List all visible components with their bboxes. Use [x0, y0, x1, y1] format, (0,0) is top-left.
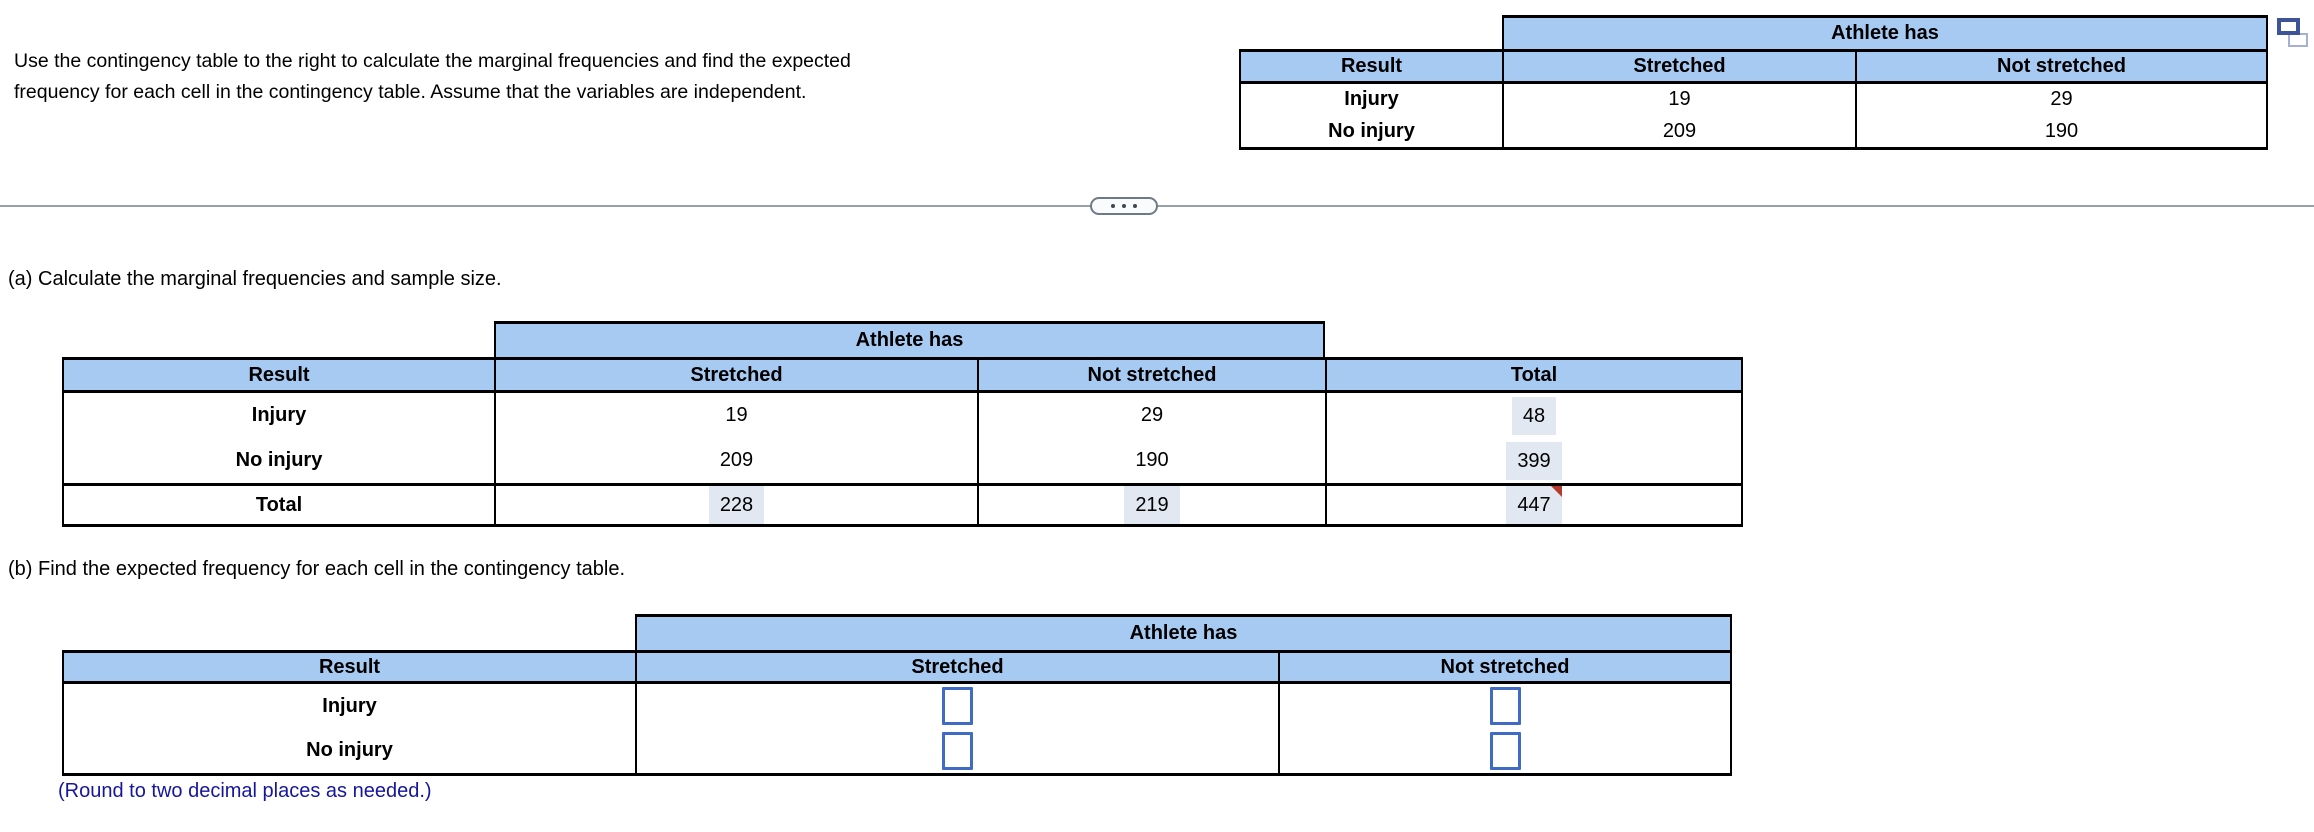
column-header-result: Result	[1239, 49, 1502, 84]
rounding-note: (Round to two decimal places as needed.)	[58, 780, 432, 802]
column-header-stretched: Stretched	[1502, 49, 1855, 84]
value-injury-stretched: 19	[1668, 88, 1691, 111]
expected-frequency-input-injury-not-stretched[interactable]	[1489, 687, 1521, 726]
column-header-stretched: Stretched	[494, 357, 977, 393]
value-injury-not-stretched: 29	[1140, 404, 1164, 426]
column-header-not-stretched: Not stretched	[1855, 49, 2268, 84]
spacer-cell	[1239, 15, 1502, 49]
value-no-injury-not-stretched: 190	[1135, 449, 1169, 471]
answer-field-total-not-stretched[interactable]: 219	[1124, 486, 1180, 524]
answer-field-injury-total[interactable]: 48	[1511, 396, 1557, 435]
value-injury-stretched: 19	[725, 404, 748, 426]
row-label-injury: Injury	[251, 404, 307, 426]
stretched-values-column: 19 209	[494, 393, 977, 483]
open-in-new-window-icon[interactable]	[2277, 18, 2308, 47]
not-stretched-inputs-column	[1278, 684, 1732, 776]
not-stretched-values-column: 29 190	[1855, 84, 2268, 150]
part-b-table: Athlete has Result Stretched Not stretch…	[62, 614, 1732, 776]
column-header-result: Result	[62, 357, 494, 393]
athlete-has-span-header: Athlete has	[1502, 15, 2268, 49]
row-label-no-injury: No injury	[1328, 119, 1415, 142]
column-header-not-stretched: Not stretched	[1278, 650, 1732, 684]
athlete-has-span-header: Athlete has	[494, 321, 1325, 357]
column-header-total: Total	[1325, 357, 1743, 393]
popout-back-rect	[2288, 33, 2308, 47]
answer-field-grand-total[interactable]: 447	[1506, 486, 1563, 524]
not-stretched-values-column: 29 190	[977, 393, 1325, 483]
total-values-column: 48 399	[1325, 393, 1743, 483]
problem-statement-line2: frequency for each cell in the contingen…	[14, 81, 807, 103]
row-label-injury: Injury	[322, 694, 377, 717]
value-no-injury-stretched: 209	[719, 449, 754, 471]
ellipsis-dot	[1133, 204, 1137, 208]
row-label-no-injury: No injury	[235, 449, 323, 471]
athlete-has-span-header: Athlete has	[635, 614, 1732, 650]
value-no-injury-stretched: 209	[1662, 119, 1697, 142]
ellipsis-dot	[1122, 204, 1126, 208]
row-labels-column: Injury No injury	[1239, 84, 1502, 150]
column-header-stretched: Stretched	[635, 650, 1278, 684]
part-b-prompt: (b) Find the expected frequency for each…	[8, 558, 626, 580]
stretched-inputs-column	[635, 684, 1278, 776]
spacer-cell	[62, 321, 494, 357]
value-injury-not-stretched: 29	[2050, 88, 2073, 111]
more-options-button[interactable]	[1090, 197, 1158, 215]
answer-field-total-stretched[interactable]: 228	[708, 486, 765, 524]
grand-total-cell: 447	[1325, 483, 1743, 527]
expected-frequency-input-no-injury-not-stretched[interactable]	[1489, 731, 1521, 770]
row-label-injury: Injury	[1344, 88, 1399, 111]
part-a-table: Athlete has Result Stretched Not stretch…	[62, 321, 1743, 527]
expected-frequency-input-no-injury-stretched[interactable]	[942, 731, 973, 770]
popout-front-rect	[2277, 18, 2300, 35]
row-labels-column: Injury No injury	[62, 393, 494, 483]
part-a-prompt: (a) Calculate the marginal frequencies a…	[8, 268, 502, 290]
total-stretched-cell: 228	[494, 483, 977, 527]
column-header-not-stretched: Not stretched	[977, 357, 1325, 393]
column-header-result: Result	[62, 650, 635, 684]
row-label-total: Total	[62, 483, 494, 527]
expected-frequency-input-injury-stretched[interactable]	[942, 687, 973, 726]
problem-statement: Use the contingency table to the right t…	[14, 46, 851, 108]
ellipsis-dot	[1111, 204, 1115, 208]
problem-statement-line1: Use the contingency table to the right t…	[14, 50, 851, 72]
stretched-values-column: 19 209	[1502, 84, 1855, 150]
answer-field-no-injury-total[interactable]: 399	[1506, 441, 1562, 480]
value-no-injury-not-stretched: 190	[2044, 119, 2079, 142]
total-not-stretched-cell: 219	[977, 483, 1325, 527]
spacer-cell	[62, 614, 635, 650]
given-contingency-table: Athlete has Result Stretched Not stretch…	[1239, 15, 2268, 150]
spacer-cell	[1325, 321, 1743, 357]
row-label-no-injury: No injury	[306, 739, 393, 762]
row-labels-column: Injury No injury	[62, 684, 635, 776]
